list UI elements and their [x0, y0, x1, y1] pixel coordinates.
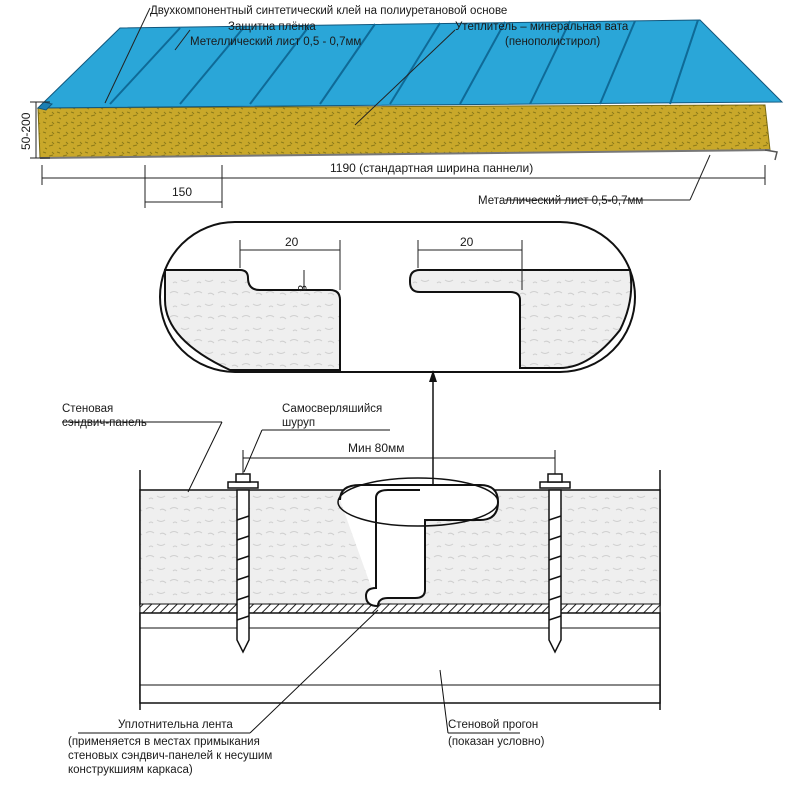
label-insulation-alt: (пенополистирол) — [505, 36, 600, 48]
label-seal-2: стеновых сэндвич-панелей к несушим — [68, 750, 272, 762]
insulation-core — [37, 104, 771, 159]
label-wall-panel-1: Стеновая — [62, 403, 113, 415]
label-seal-1: (применяется в местах примыкания — [68, 736, 260, 748]
sheet-ribs — [109, 19, 699, 105]
top-labels — [104, 7, 711, 201]
label-screw-2: шуруп — [282, 417, 315, 429]
joint-detail — [159, 221, 636, 373]
panel-3d — [36, 19, 784, 161]
label-screw-1: Самосверляшийся — [282, 403, 382, 415]
assembly-leaders — [62, 421, 520, 734]
label-seal-title: Уплотнительна лента — [118, 719, 233, 731]
dim-rib-pitch: 150 — [172, 185, 192, 199]
joint-right-panel — [409, 269, 633, 369]
screw-right — [539, 473, 571, 654]
label-insulation: Утеплитель – минеральная вата — [455, 21, 629, 33]
dim-standard-width: 1190 (стандартная ширина паннели) — [330, 161, 533, 175]
label-wall-panel-2: сэндвич-панель — [62, 417, 147, 429]
top-dimensions — [30, 101, 766, 208]
joint-left-panel — [164, 269, 341, 371]
screw-left — [227, 473, 259, 654]
label-seal-3: конструкшиям каркаса) — [68, 764, 193, 776]
dim-joint-right: 20 — [460, 235, 474, 249]
label-protective-film: Защитна плёнка — [228, 21, 316, 33]
detail-arrow — [429, 370, 437, 485]
dim-joint-step: 8 — [295, 285, 309, 292]
assembly — [139, 450, 661, 710]
label-bottom-metal-sheet: Металлический лист 0,5-0,7мм — [478, 195, 643, 207]
top-metal-sheet — [36, 19, 784, 109]
label-adhesive: Двухкомпонентный синтетический клей на п… — [150, 5, 507, 17]
label-top-metal-sheet: Метеллический лист 0,5 - 0,7мм — [190, 36, 361, 48]
label-girt-title: Стеновой прогон — [448, 719, 538, 731]
seal-tape — [139, 603, 661, 614]
dim-min-80: Мин 80мм — [348, 441, 405, 455]
dim-thickness: 50-200 — [19, 112, 33, 150]
label-girt-sub: (показан условно) — [448, 736, 545, 748]
dim-joint-left: 20 — [285, 235, 299, 249]
wall-girt — [139, 612, 661, 704]
